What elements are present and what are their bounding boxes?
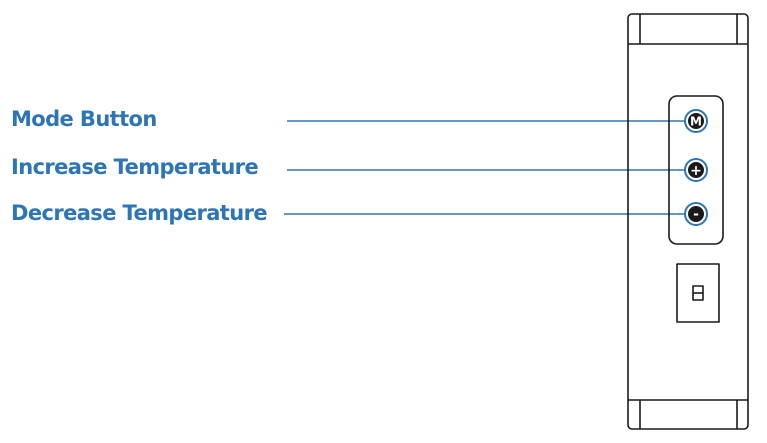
switch-housing [676, 263, 720, 323]
increase-temperature-button[interactable]: + [684, 158, 708, 182]
mode-button-label: Mode Button [11, 107, 157, 131]
mode-button-face [688, 113, 704, 129]
button-panel [668, 95, 724, 245]
decrease-temperature-label: Decrease Temperature [11, 201, 268, 225]
decrease-temperature-button[interactable]: - [684, 202, 708, 226]
increase-temperature-label: Increase Temperature [11, 155, 259, 179]
plus-icon: + [690, 163, 702, 179]
minus-icon: - [693, 207, 699, 223]
mode-button[interactable]: M [684, 109, 708, 133]
mode-m-icon: M [690, 115, 702, 129]
device-body [627, 13, 749, 430]
increase-button-face [688, 162, 704, 178]
decrease-button-face [688, 206, 704, 222]
